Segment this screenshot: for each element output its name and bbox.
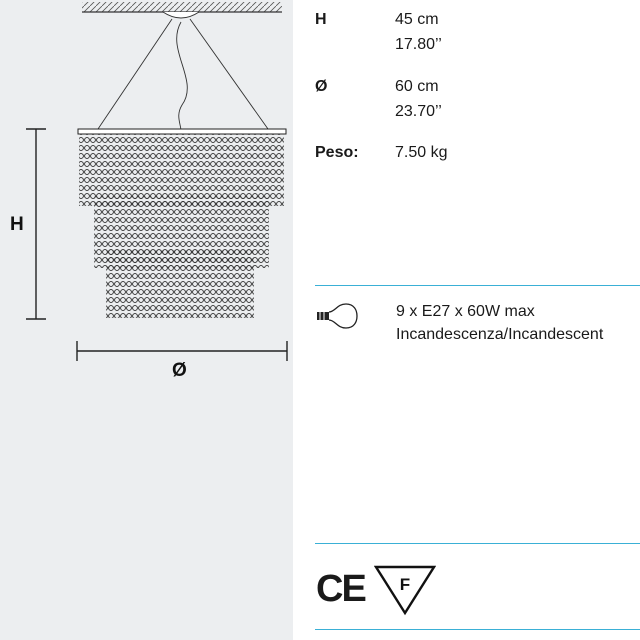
ce-mark: CE	[316, 568, 367, 610]
lamp-type: Incandescenza/Incandescent	[396, 326, 604, 343]
chandelier-frame	[77, 128, 287, 135]
spec-height-metric: 45 cm	[395, 11, 439, 28]
f-mark-label: F	[400, 575, 410, 594]
spec-height-imperial: 17.80’’	[395, 36, 442, 53]
power-cable	[176, 21, 188, 131]
spec-height-key: H	[315, 11, 327, 28]
spec-diameter-metric: 60 cm	[395, 78, 439, 95]
chandelier-drawing	[26, 2, 288, 361]
spec-weight-value: 7.50 kg	[395, 144, 448, 161]
crystal-tier-inner	[106, 250, 254, 318]
drawing-panel	[0, 0, 293, 640]
spec-diameter-imperial: 23.70’’	[395, 103, 442, 120]
height-dimension	[26, 128, 46, 320]
diameter-dimension	[76, 341, 288, 361]
spec-diameter-key: Ø	[315, 78, 328, 95]
divider-top	[315, 285, 640, 286]
divider-middle	[315, 543, 640, 544]
suspension-cable-left	[97, 18, 173, 130]
ceiling	[82, 2, 282, 13]
height-label: H	[10, 214, 24, 235]
divider-bottom	[315, 629, 640, 630]
suspension-cable-right	[189, 18, 269, 130]
crystal-tier-outer	[79, 134, 284, 206]
canopy	[162, 11, 200, 19]
diameter-label: Ø	[172, 360, 187, 381]
light-bulb-icon	[317, 303, 358, 329]
f-mark-icon: F	[374, 565, 436, 616]
spec-weight-key: Peso:	[315, 144, 359, 161]
lamp-spec: 9 x E27 x 60W max	[396, 303, 535, 320]
